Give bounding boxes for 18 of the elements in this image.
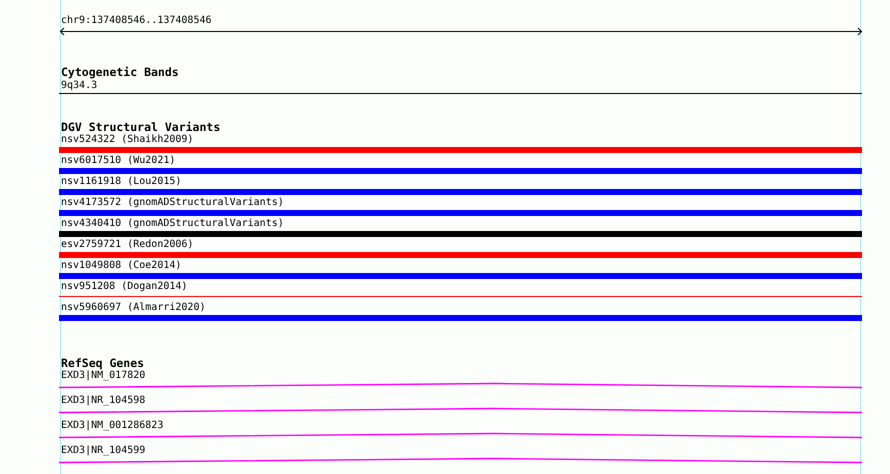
feature-label: nsv1161918 (Lou2015) xyxy=(61,176,182,188)
feature-label: nsv951208 (Dogan2014) xyxy=(61,281,188,293)
feature-label: EXD3|NR_104599 xyxy=(61,445,146,457)
feature-label: nsv5960697 (Almarri2020) xyxy=(61,302,206,314)
feature-label: EXD3|NR_104598 xyxy=(61,395,146,407)
track-heading: Cytogenetic Bands xyxy=(61,66,179,79)
feature-label: nsv4340410 (gnomADStructuralVariants) xyxy=(61,218,284,230)
feature-label: nsv6017510 (Wu2021) xyxy=(61,155,176,167)
track-heading: RefSeq Genes xyxy=(61,357,144,370)
feature-label: EXD3|NM_017820 xyxy=(61,370,146,382)
feature-label: 9q34.3 xyxy=(61,80,98,92)
track-heading: DGV Structural Variants xyxy=(61,121,220,134)
feature-label: nsv4173572 (gnomADStructuralVariants) xyxy=(61,197,284,209)
feature-label: nsv1049808 (Coe2014) xyxy=(61,260,182,272)
feature-label: EXD3|NM_001286823 xyxy=(61,420,164,432)
feature-label: esv2759721 (Redon2006) xyxy=(61,239,194,251)
feature-label: nsv524322 (Shaikh2009) xyxy=(61,134,194,146)
locus-label: chr9:137408546..137408546 xyxy=(61,15,212,27)
